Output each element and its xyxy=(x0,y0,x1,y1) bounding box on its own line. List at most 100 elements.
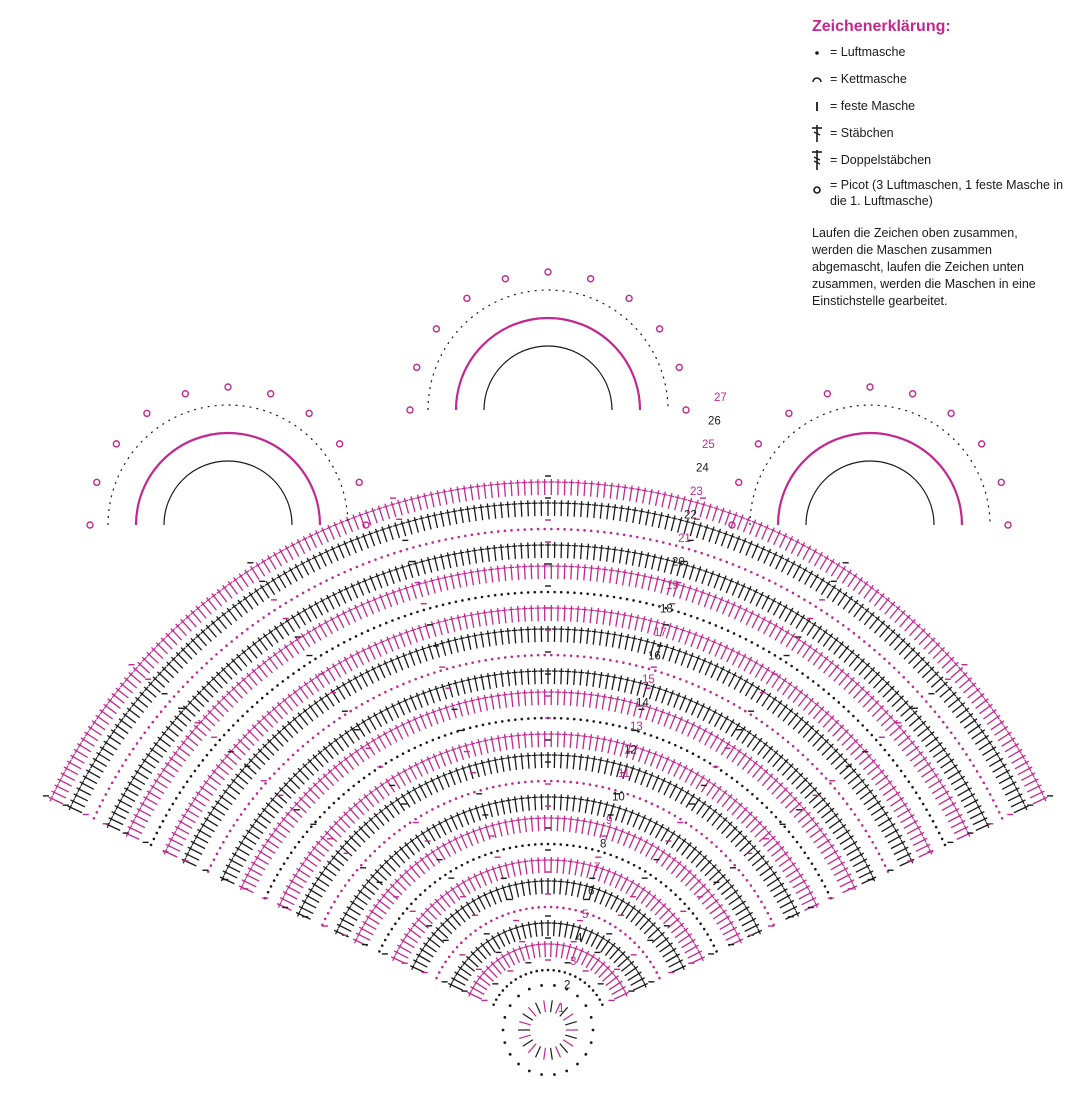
stitch-mark xyxy=(231,686,243,699)
stitch-mark xyxy=(994,725,1009,736)
stitch-bar xyxy=(704,637,711,642)
stitch-bar xyxy=(811,622,818,627)
stitch-mark xyxy=(224,753,238,766)
stitch-bar xyxy=(348,654,355,659)
stitch-bar xyxy=(401,654,408,658)
stitch-bar xyxy=(705,779,712,784)
stitch-bar xyxy=(343,911,348,917)
stitch-bar xyxy=(937,778,942,784)
stitch-bar xyxy=(694,943,699,950)
stitch-bar xyxy=(286,721,293,726)
stitch-bar xyxy=(601,568,608,571)
chain-dot xyxy=(784,661,788,664)
stitch-bar xyxy=(840,860,845,867)
stitch-bar xyxy=(488,568,495,571)
chain-dot xyxy=(664,884,668,888)
stitch-mark xyxy=(585,953,595,969)
stitch-bar xyxy=(611,676,618,679)
stitch-mark xyxy=(821,743,834,756)
stitch-bar xyxy=(366,645,373,650)
chain-dot xyxy=(931,819,935,823)
stitch-bar xyxy=(373,786,380,791)
stitch-bar xyxy=(408,927,413,933)
stitch-mark xyxy=(654,823,664,839)
chain-dot xyxy=(507,912,510,915)
chain-dot xyxy=(530,527,533,531)
chain-dot xyxy=(660,671,663,674)
stitch-bar xyxy=(314,674,320,679)
stitch-bar xyxy=(968,712,973,718)
stitch-bar xyxy=(857,577,864,583)
stitch-mark xyxy=(645,894,657,908)
chain-dot xyxy=(491,785,495,789)
chain-dot xyxy=(645,955,649,959)
stitch-bar xyxy=(574,734,581,737)
stitch-bar xyxy=(441,576,448,579)
stitch-bar xyxy=(663,936,669,943)
stitch-bar xyxy=(398,846,405,852)
stitch-bar xyxy=(800,615,806,620)
chain-dot xyxy=(368,854,372,858)
stitch-bar xyxy=(301,537,308,541)
stitch-bar xyxy=(669,647,677,651)
stitch-bar xyxy=(465,678,472,682)
stitch-bar xyxy=(491,631,498,634)
stitch-bar xyxy=(681,696,688,700)
chain-dot xyxy=(513,910,516,913)
stitch-bar xyxy=(705,888,711,894)
stitch-bar xyxy=(945,752,950,759)
stitch-bar xyxy=(495,694,502,697)
stitch-bar xyxy=(753,660,759,665)
chain-dot xyxy=(543,779,547,783)
stitch-bar xyxy=(482,739,489,742)
chain-dot xyxy=(609,853,612,857)
stitch-bar xyxy=(356,931,361,938)
stitch-mark xyxy=(873,676,885,689)
stitch-bar xyxy=(444,917,450,923)
stitch-bar xyxy=(773,777,779,783)
stitch-bar xyxy=(433,687,440,691)
stitch-bar xyxy=(789,898,794,905)
chain-dot xyxy=(708,621,712,625)
chain-dot xyxy=(655,736,659,739)
chain-dot xyxy=(447,955,451,959)
stitch-bar xyxy=(631,551,638,554)
chain-dot xyxy=(702,619,705,622)
stitch-bar xyxy=(724,600,731,604)
stitch-bar xyxy=(925,842,930,849)
stitch-bar xyxy=(1024,759,1029,766)
stitch-bar xyxy=(442,818,449,823)
stitch-mark xyxy=(843,840,858,851)
stitch-bar xyxy=(611,506,619,509)
stitch-bar xyxy=(175,651,181,657)
chain-dot xyxy=(490,851,493,855)
stitch-bar xyxy=(315,876,321,882)
stitch-bar xyxy=(883,709,889,715)
chain-dot xyxy=(814,605,818,608)
chain-dot xyxy=(674,544,678,547)
stitch-bar xyxy=(367,532,374,536)
stitch-mark xyxy=(379,864,392,877)
stitch-bar xyxy=(405,790,412,795)
stitch-bar xyxy=(496,865,503,869)
chain-dot xyxy=(684,821,688,824)
stitch-bar xyxy=(567,818,575,821)
stitch-bar xyxy=(468,571,475,574)
chain-dot xyxy=(776,732,780,735)
legend-label: = Luftmasche xyxy=(830,45,906,59)
chain-dot xyxy=(301,744,305,748)
stitch-bar xyxy=(649,843,655,848)
fan-arc xyxy=(776,431,964,526)
row-number-label: 20 xyxy=(672,557,685,569)
stitch-bar xyxy=(680,584,687,588)
stitch-bar xyxy=(652,752,659,756)
stitch-mark xyxy=(272,651,284,666)
stitch-bar xyxy=(525,881,532,884)
stitch-bar xyxy=(673,626,680,630)
chain-dot xyxy=(524,972,528,976)
stitch-bar xyxy=(473,806,480,810)
chain-dot xyxy=(568,907,571,911)
chain-dot xyxy=(732,632,736,635)
stitch-bar xyxy=(429,778,436,783)
